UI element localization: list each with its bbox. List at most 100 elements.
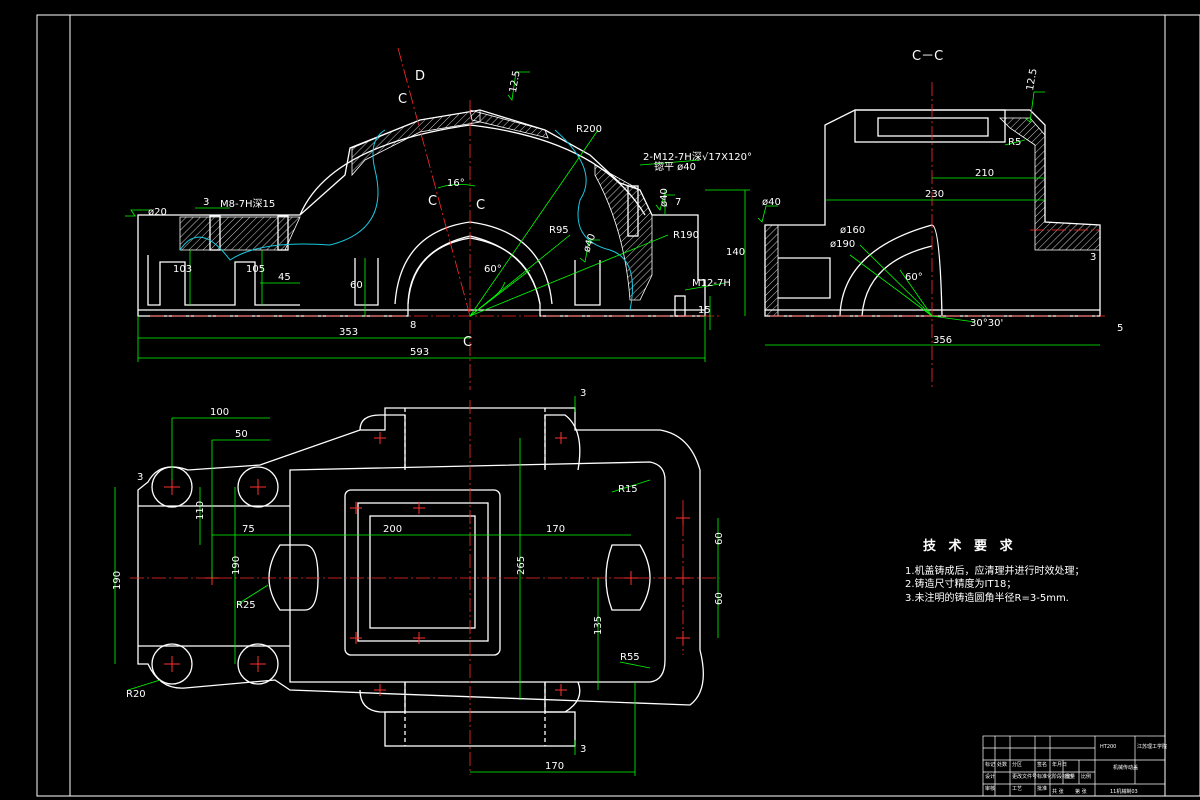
m8-label: M8-7H深15 — [220, 198, 275, 210]
tb-cell-5: 签名 — [1037, 761, 1047, 768]
top-boss-bl — [359, 682, 406, 713]
top-boss-2 — [237, 466, 279, 508]
m12a-depth-label: 锪平 ø40 — [654, 160, 696, 173]
section-cc-rib — [778, 257, 831, 299]
roughness-cc-top — [1024, 91, 1045, 123]
d160-label: ø160 — [840, 225, 865, 236]
top-boss-4 — [237, 643, 279, 685]
top-view: 100 50 75 200 170 110 190 190 265 135 60… — [112, 388, 725, 776]
front-bolt-hole-2 — [277, 215, 289, 251]
dim-105: 105 — [246, 264, 265, 275]
section-cc-arc-outer — [839, 224, 943, 317]
m12a-tap-label: √17X120° — [702, 152, 752, 163]
a3030-label: 30°30' — [970, 318, 1003, 329]
top-boss-tr — [544, 414, 581, 471]
a3030-leader — [931, 315, 976, 323]
m12a-leader — [639, 159, 701, 166]
dim-200: 200 — [383, 524, 402, 535]
dim-100: 100 — [210, 407, 229, 418]
title-block: HT200 江苏理工学院 机械传动盖 11机械制03 标记 处数 分区 更改文件… — [982, 735, 1167, 797]
front-view: 353 593 45 103 105 60 140 15 7 16° 60° R… — [125, 47, 752, 390]
school-label: 江苏理工学院 — [1137, 743, 1167, 750]
a60-label: 60° — [905, 272, 923, 283]
section-cc-hatch-left — [764, 224, 779, 317]
tb-cell-2: 处数 — [997, 761, 1007, 768]
roughness-cc-2: ø40 — [762, 197, 781, 208]
top-window-mid — [357, 502, 489, 642]
roughness-cc-left — [757, 205, 778, 223]
front-section-line — [397, 47, 471, 317]
dim-50: 50 — [235, 429, 248, 440]
roughness-cc-1: 12.5 — [1025, 68, 1040, 92]
angle60-leader — [469, 269, 531, 317]
section-cc-hatch-right — [999, 117, 1101, 251]
dim-265: 265 — [516, 556, 527, 575]
roughness-2: ø40 — [659, 188, 670, 207]
r15-label: R15 — [618, 484, 638, 495]
r5-leader — [1004, 139, 1026, 146]
dim-45: 45 — [278, 272, 291, 283]
top-boss-tl — [359, 414, 406, 470]
d190-leader — [849, 254, 933, 317]
dim-190b: 190 — [112, 571, 123, 590]
part-name-label: 机械传动盖 — [1113, 764, 1138, 771]
front-break-right — [554, 129, 633, 311]
title-block-frame — [982, 735, 1166, 797]
tech-requirements: 技 术 要 求 1.机盖铸成后，应清理并进行时效处理； 2.铸造尺寸精度为IT1… — [905, 538, 1085, 604]
section-cc-view: C－C 210 230 356 R5 ø160 ø190 60° 30°30' … — [757, 49, 1123, 390]
material-label: HT200 — [1100, 744, 1116, 750]
view-label-d: D — [415, 69, 425, 84]
dim-593: 593 — [410, 347, 429, 358]
tech-requirement-1: 1.机盖铸成后，应清理并进行时效处理； — [905, 564, 1085, 577]
roughness-1: ø20 — [148, 207, 167, 218]
dim-15: 15 — [698, 305, 711, 316]
dim-60a: 60 — [714, 532, 725, 545]
r190-leader — [469, 234, 669, 317]
tb-cell-1: 标记 — [985, 761, 995, 768]
front-bolt-hole-1 — [209, 215, 221, 251]
dim-3a: 3 — [580, 388, 586, 399]
dim-5-cc: 5 — [1117, 323, 1123, 334]
section-cc-arc-inner — [861, 245, 933, 317]
dim-190a: 190 — [231, 556, 242, 575]
r25-label: R25 — [236, 600, 256, 611]
a60-leader — [899, 269, 933, 317]
roughness-front-right — [655, 194, 675, 211]
top-body-outline — [289, 461, 666, 683]
section-label-c-bottom: C — [463, 335, 472, 350]
dim-75: 75 — [242, 524, 255, 535]
front-bolt-hole-4 — [674, 295, 686, 317]
dim-3c: 3 — [137, 472, 143, 483]
section-label-c-left: C — [428, 194, 437, 209]
r95-label: R95 — [549, 225, 569, 236]
dim-230: 230 — [925, 189, 944, 200]
top-bottom-flange — [384, 711, 576, 747]
roughness-front-mid — [579, 239, 600, 263]
r190-label: R190 — [673, 230, 699, 241]
front-break-left — [179, 129, 386, 261]
m12a-label: 2-M12-7H深 — [643, 151, 702, 163]
tb-cell-11: 比例 — [1081, 773, 1091, 780]
tech-requirements-title: 技 术 要 求 — [923, 538, 1017, 554]
top-boss-br — [544, 681, 581, 713]
r55-leader — [619, 661, 651, 669]
tb-cell-15: 共 张 — [1052, 788, 1064, 795]
roughness-front-left — [125, 209, 150, 217]
tb-cell-6: 年月日 — [1052, 761, 1067, 768]
angle-16: 16° — [447, 178, 465, 189]
front-bolt-hole-3 — [627, 185, 639, 237]
front-hatch-top2 — [469, 109, 549, 139]
dim-3b: 3 — [580, 744, 586, 755]
tb-cell-14: 批准 — [1037, 785, 1047, 792]
dim-3-cc: 3 — [1090, 252, 1096, 263]
dim-60b: 60 — [714, 592, 725, 605]
top-hole-marks — [164, 432, 690, 696]
dim-103: 103 — [173, 264, 192, 275]
tech-requirement-3: 3.未注明的铸造圆角半径R=3-5mm. — [905, 591, 1069, 604]
dim-170a: 170 — [546, 524, 565, 535]
r5-label: R5 — [1008, 137, 1021, 148]
tb-cell-8: 标准化 — [1037, 773, 1052, 780]
tb-cell-12: 审核 — [985, 785, 995, 792]
r15-leader — [611, 479, 651, 493]
